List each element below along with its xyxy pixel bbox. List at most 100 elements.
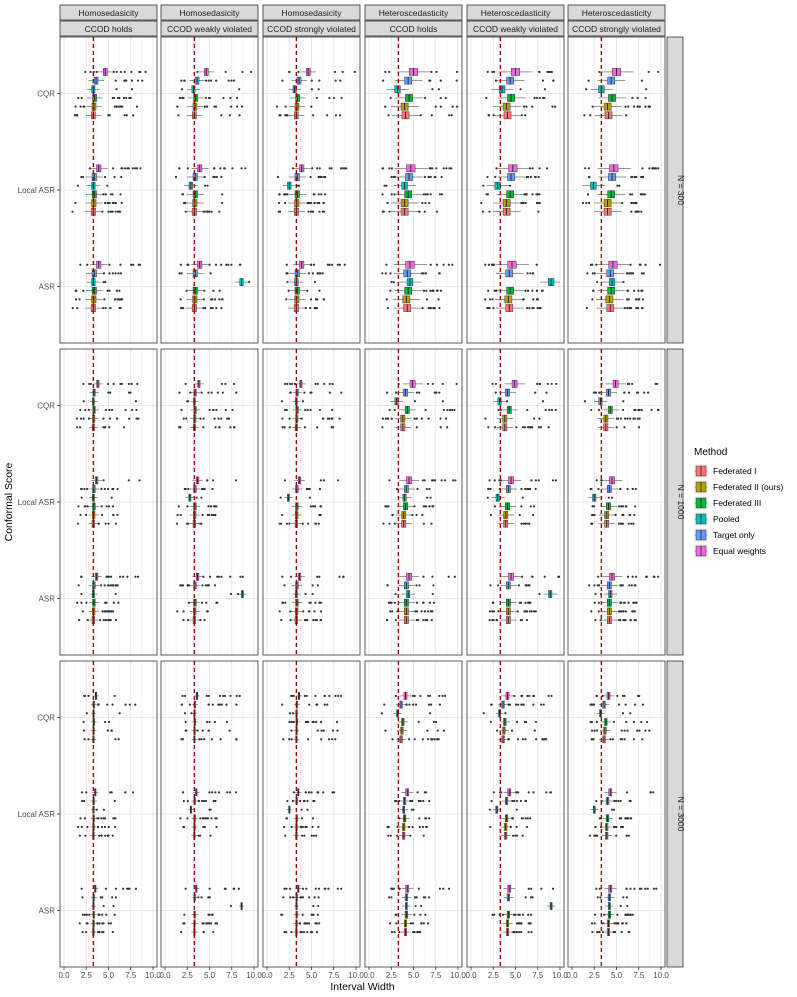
outlier-point — [204, 79, 208, 82]
outlier-point — [544, 408, 547, 412]
outlier-point — [623, 391, 626, 394]
outlier-point — [112, 584, 115, 587]
outlier-point — [235, 703, 238, 706]
outlier-point — [526, 825, 529, 829]
outlier-point — [99, 618, 102, 622]
outlier-point — [137, 263, 140, 266]
outlier-point — [538, 193, 541, 196]
outlier-point — [209, 834, 212, 837]
outlier-point — [234, 791, 238, 794]
outlier-point — [212, 408, 215, 412]
outlier-point — [514, 703, 518, 706]
outlier-point — [76, 825, 80, 829]
outlier-point — [551, 479, 555, 482]
outlier-point — [447, 887, 451, 890]
outlier-point — [439, 96, 442, 100]
outlier-point — [78, 922, 81, 925]
outlier-point — [290, 720, 293, 724]
outlier-point — [235, 391, 238, 394]
outlier-point — [82, 382, 85, 386]
box-target-only — [587, 173, 645, 181]
outlier-point — [416, 487, 419, 491]
y-tick-label: ASR — [39, 282, 56, 291]
box-target-only — [588, 581, 637, 590]
outlier-point — [538, 592, 541, 596]
outlier-point — [88, 167, 91, 170]
outlier-point — [428, 201, 431, 205]
outlier-point — [416, 791, 419, 794]
outlier-point — [281, 703, 284, 706]
outlier-point — [587, 79, 590, 82]
outlier-point — [597, 408, 601, 412]
outlier-point — [627, 105, 630, 108]
outlier-point — [441, 400, 444, 403]
outlier-point — [182, 922, 185, 925]
outlier-point — [224, 887, 227, 890]
outlier-point — [492, 610, 496, 613]
outlier-point — [81, 930, 84, 934]
outlier-point — [107, 618, 110, 622]
outlier-point — [184, 694, 187, 698]
box-federated-iii — [589, 718, 649, 726]
outlier-point — [593, 834, 596, 837]
panel-border — [364, 348, 463, 656]
outlier-point — [114, 298, 117, 301]
outlier-point — [222, 694, 225, 698]
outlier-point — [124, 408, 127, 412]
x-tick-label: 5.0 — [510, 971, 522, 980]
box-target-only — [592, 388, 650, 397]
outlier-point — [384, 272, 387, 275]
outlier-point — [220, 306, 223, 310]
outlier-point — [103, 201, 107, 205]
outlier-point — [106, 201, 109, 205]
outlier-point — [308, 201, 311, 205]
outlier-point — [519, 88, 522, 91]
outlier-point — [513, 799, 516, 803]
box-target-only — [595, 797, 632, 805]
outlier-point — [527, 887, 530, 890]
outlier-point — [334, 114, 338, 117]
x-tick-label: 0.0 — [58, 971, 70, 980]
outlier-point — [98, 913, 101, 916]
outlier-point — [626, 487, 629, 491]
box-federated-i — [497, 519, 531, 528]
x-axis-title: Interval Width — [330, 981, 394, 993]
outlier-point — [612, 720, 615, 724]
outlier-point — [215, 825, 218, 829]
outlier-point — [415, 513, 418, 517]
outlier-point — [545, 791, 548, 794]
outlier-point — [447, 263, 450, 266]
box-federated-ii-ours- — [495, 726, 536, 735]
outlier-point — [417, 799, 420, 803]
box-equal-weights — [184, 884, 240, 893]
outlier-point — [197, 896, 200, 899]
outlier-point — [641, 306, 644, 310]
outlier-point — [437, 738, 440, 741]
box-federated-ii-ours- — [489, 511, 535, 519]
outlier-point — [179, 513, 182, 517]
outlier-point — [289, 896, 292, 899]
outlier-point — [515, 426, 518, 429]
outlier-point — [591, 930, 594, 934]
outlier-point — [590, 729, 594, 732]
outlier-point — [429, 167, 432, 170]
outlier-point — [487, 114, 490, 117]
box-target-only — [489, 581, 531, 590]
outlier-point — [102, 808, 106, 811]
outlier-point — [118, 105, 121, 108]
outlier-point — [634, 298, 638, 301]
outlier-point — [116, 487, 119, 491]
outlier-point — [315, 930, 318, 934]
outlier-point — [307, 720, 310, 724]
box-federated-ii-ours- — [590, 726, 651, 735]
outlier-point — [455, 70, 459, 74]
outlier-point — [381, 426, 384, 429]
outlier-point — [515, 799, 519, 803]
outlier-point — [202, 298, 205, 301]
outlier-point — [415, 391, 418, 394]
outlier-point — [311, 584, 314, 587]
outlier-point — [109, 618, 112, 622]
outlier-point — [617, 703, 621, 706]
outlier-point — [82, 799, 86, 803]
strip-label-top: Homosedasicity — [180, 8, 241, 18]
